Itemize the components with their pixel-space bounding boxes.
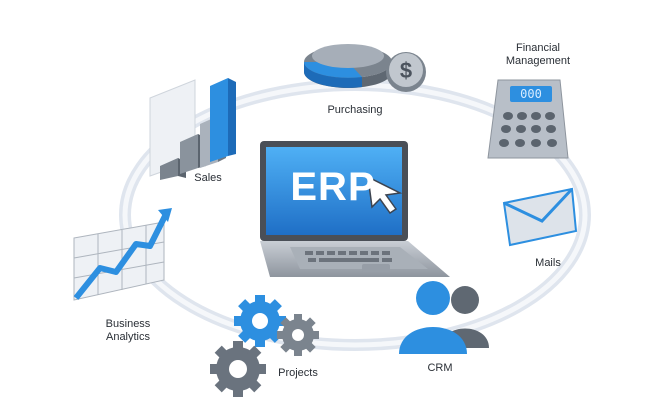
crm-label: CRM: [427, 362, 453, 374]
financial-label-line2: Management: [505, 55, 571, 67]
sales-node[interactable]: Sales: [140, 68, 250, 184]
laptop-icon: [260, 141, 450, 277]
business-analytics-node[interactable]: Business Analytics: [68, 200, 178, 343]
calculator-icon: [487, 79, 569, 159]
erp-label: ERP: [290, 165, 376, 209]
sales-label: Sales: [194, 172, 222, 184]
calculator-display: 000: [520, 87, 542, 101]
business-analytics-label-line1: Business: [105, 318, 151, 330]
people-icon: [399, 281, 489, 354]
business-analytics-label-line2: Analytics: [105, 331, 151, 343]
crm-node[interactable]: CRM: [385, 278, 495, 374]
financial-label-line1: Financial: [515, 42, 561, 54]
mails-label: Mails: [535, 257, 561, 269]
projects-node[interactable]: Projects: [200, 295, 330, 405]
bar-chart-icon: [149, 78, 236, 180]
gears-icon: [210, 295, 319, 397]
envelope-icon: [502, 187, 578, 247]
purchasing-label: Purchasing: [327, 104, 383, 116]
line-chart-icon: [73, 208, 172, 301]
svg-text:$: $: [400, 58, 412, 83]
purchasing-node[interactable]: $ Purchasing: [300, 32, 435, 116]
mails-node[interactable]: Mails: [498, 185, 580, 269]
projects-label: Projects: [278, 367, 318, 379]
pie-chart-coin-icon: $: [304, 44, 426, 92]
financial-label: Financial Management: [498, 42, 578, 68]
erp-laptop[interactable]: ERP: [250, 135, 455, 285]
business-analytics-label: Business Analytics: [78, 318, 178, 344]
